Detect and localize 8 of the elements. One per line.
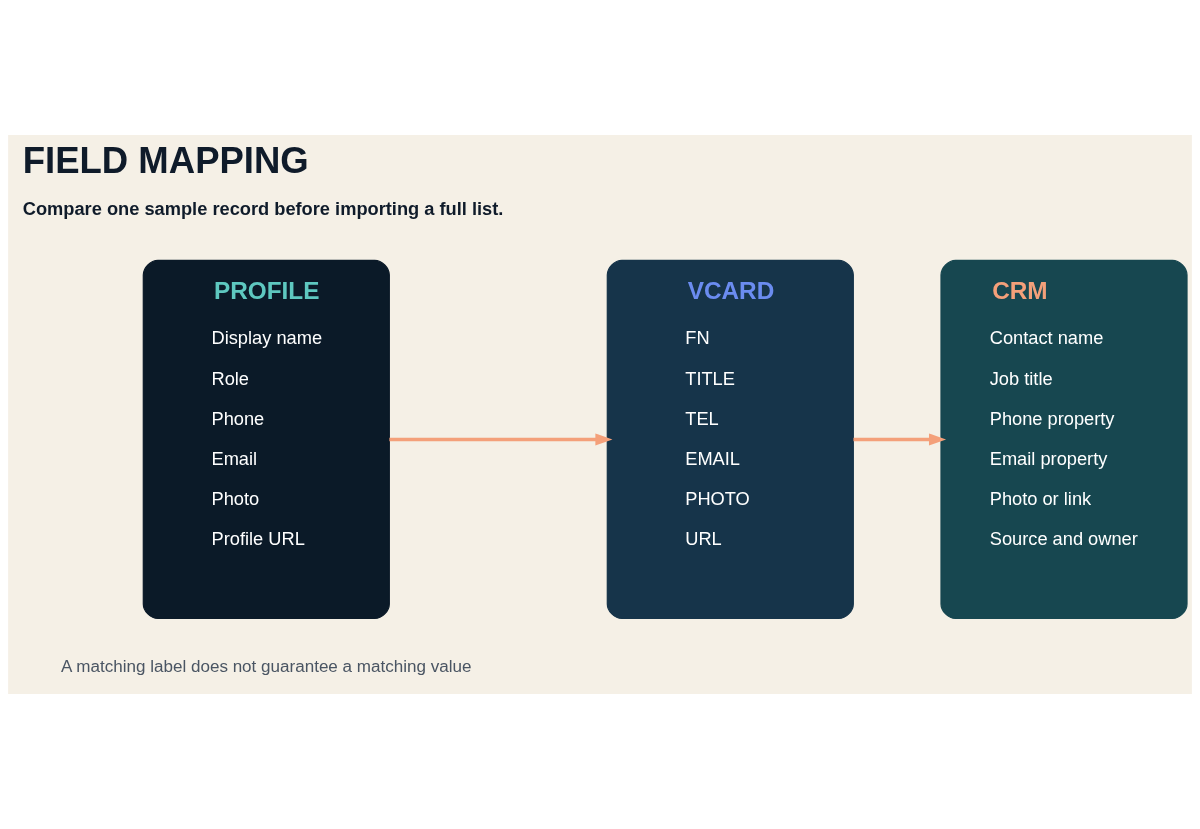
- node-box: VCARD FN TITLE TEL EMAIL PHOTO URL: [606, 259, 854, 620]
- label: Compare one sample record before importing a full list.: [22, 197, 504, 219]
- node-box: PROFILE Display name Role Phone Email Photo Profile URL: [142, 259, 390, 620]
- label: A matching label does not guarantee a matching value: [61, 656, 472, 676]
- arrow: [853, 433, 947, 446]
- diagram-title: FIELD MAPPING: [22, 139, 309, 181]
- node-box: CRM Contact name Job title Phone property Email property Photo or link Source and owner: [940, 259, 1188, 620]
- arrow: [389, 433, 613, 446]
